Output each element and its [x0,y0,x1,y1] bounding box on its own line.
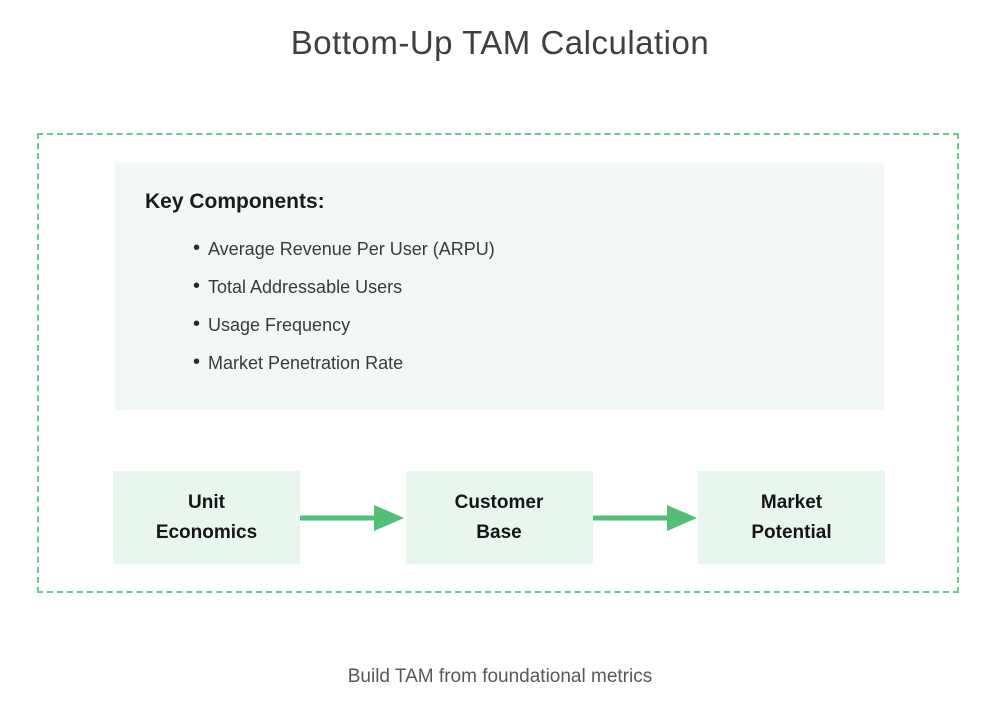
flow-box-customer-base: Customer Base [405,471,593,564]
dashed-frame: Key Components: Average Revenue Per User… [37,133,959,593]
flow-box-label-line: Unit [188,491,225,513]
key-components-panel: Key Components: Average Revenue Per User… [115,163,884,410]
flow-row: Unit Economics Customer Base Market Pote… [113,471,885,564]
list-item: Market Penetration Rate [193,352,884,374]
flow-box-label-line: Customer [454,491,544,513]
flow-box-label-line: Potential [751,521,832,543]
flow-box-unit-economics: Unit Economics [113,471,300,564]
flow-arrow-icon [592,504,697,531]
list-item: Total Addressable Users [193,276,884,298]
flow-box-label-line: Economics [155,521,258,543]
key-components-list: Average Revenue Per User (ARPU) Total Ad… [145,238,884,374]
flow-arrow-icon [300,504,405,531]
key-components-heading: Key Components: [145,190,325,213]
flow-box-label-line: Base [476,521,522,543]
page-title: Bottom-Up TAM Calculation [290,24,710,61]
flow-box-label-line: Market [760,491,823,513]
list-item: Average Revenue Per User (ARPU) [193,238,884,260]
list-item: Usage Frequency [193,314,884,336]
flow-box-market-potential: Market Potential [698,471,885,564]
caption: Build TAM from foundational metrics [347,666,653,687]
